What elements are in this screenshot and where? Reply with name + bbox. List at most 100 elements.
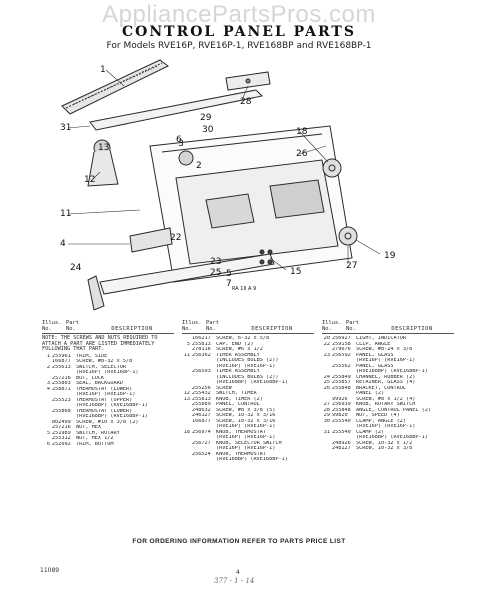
table-row: 255889 PANEL, CONTROL	[182, 402, 314, 408]
part-no-cell: 255848	[332, 385, 351, 391]
callout-13: 13	[98, 143, 109, 153]
part-no-cell: 166877	[52, 359, 71, 364]
description-cell: SCREW, 10-32 x 3/8	[356, 446, 413, 451]
part-no-cell: 802499	[52, 419, 71, 425]
part-no-cell: 255540	[332, 418, 351, 424]
description-cell: SWITCH, SELECTOR	[76, 364, 126, 370]
part-no-cell: 256593	[192, 369, 211, 374]
part-no-cell: 255868	[52, 408, 71, 414]
description-cell: PANEL, CONTROL	[216, 402, 260, 407]
part-no-cell: 256927	[332, 336, 351, 341]
part-no-cell: 255432	[192, 391, 211, 396]
illus-no-cell: 29	[323, 413, 330, 418]
illus-no-cell: 24	[323, 374, 330, 380]
exploded-parts-diagram: 1 2 3 4 5 6 7 11 12 13 15 18 19 22 23 24…	[60, 59, 396, 311]
description-cell: KNOB, THERMOSTAT	[216, 451, 266, 457]
callout-18: 18	[296, 127, 308, 137]
description-cell: THERMOSTAT (UPPER)	[76, 397, 133, 403]
illus-no-cell: 23	[323, 352, 330, 358]
description-cell: SWITCH, TIMER	[216, 391, 257, 396]
document-code: 11089	[40, 567, 60, 574]
illus-no-cell: 4	[46, 386, 50, 392]
callout-19: 19	[384, 251, 396, 261]
table-row: (RVE16P) (RVE16P-1)	[322, 424, 454, 430]
part-no-cell: 255857	[332, 380, 351, 385]
callout-5: 5	[226, 269, 232, 279]
description-cell: PANEL, GLASS	[356, 363, 394, 369]
page-title: CONTROL PANEL PARTS	[122, 24, 356, 40]
part-no-cell: 256592	[332, 352, 351, 358]
part-no-cell: 279076	[332, 347, 351, 352]
callout-28: 28	[240, 97, 252, 107]
description-cell: (RVE16P) (RVE16P-1)	[356, 424, 416, 429]
figure-code: RA 1II A 9	[232, 286, 256, 292]
part-no-cell: 256939	[332, 402, 351, 407]
callout-27: 27	[346, 261, 357, 271]
callout-4: 4	[60, 239, 66, 249]
part-no-cell: 166877	[192, 418, 211, 424]
illus-no-cell: 12	[183, 391, 190, 396]
description-cell: KNOB, THERMOSTAT	[216, 429, 266, 435]
illus-no-cell	[182, 457, 192, 463]
description-cell: (RVE16P) (RVE168P-1)	[76, 370, 139, 375]
table-row: (RVE16P) (RVE16P-1)	[182, 446, 314, 452]
header-description: DESCRIPTION	[251, 326, 293, 332]
header-part-no: Part No.	[66, 320, 79, 332]
part-no-cell: 259158	[332, 341, 351, 347]
description-cell: PANEL, GLASS	[356, 352, 394, 358]
parts-column-1: Illus. No. Part No. DESCRIPTION NOTE: TH…	[42, 318, 174, 447]
part-no-cell: 255889	[192, 402, 211, 407]
illus-no-cell: 13	[183, 396, 190, 402]
table-row: (RVE168BP) (RVE168BP-1)	[182, 380, 314, 386]
watermark: AppliancePartsPros.com	[102, 1, 376, 28]
ordering-info: FOR ORDERING INFORMATION REFER TO PARTS …	[132, 538, 346, 545]
description-cell: (RVE168BP) (RVE168BP-1)	[216, 457, 288, 462]
part-no-cell: 255312	[52, 436, 71, 441]
part-no-cell: 251989	[52, 430, 71, 436]
description-cell: (INCLUDES BULBS (2))	[216, 358, 279, 363]
description-cell: CLAMP, ANGLE (2)	[356, 418, 406, 424]
callout-3: 3	[178, 139, 184, 149]
description-cell: (RVE16P) (RVE16P-1)	[216, 424, 276, 429]
part-no-cell: 257216	[52, 375, 71, 381]
callout-6: 6	[176, 135, 182, 145]
header-part-no: Part No.	[346, 320, 359, 332]
illus-no-cell: 30	[323, 418, 330, 424]
part-no-cell: 248926	[332, 440, 351, 446]
description-cell: NUT, HEX	[76, 425, 101, 430]
part-no-cell: 166217	[192, 336, 211, 341]
page-number: 4	[236, 569, 240, 576]
part-no-cell: 278116	[192, 347, 211, 352]
header-part-no: Part No.	[206, 320, 219, 332]
description-cell: SCREW, 6-32 x 5/8	[216, 336, 270, 341]
part-no-cell: 256974	[192, 429, 211, 435]
description-cell: SCREW, 10-32 x 1/2	[356, 440, 413, 446]
table-row: (RVE168BP) (RVE168BP-1)	[182, 457, 314, 463]
illus-no-cell: 1	[46, 353, 50, 359]
